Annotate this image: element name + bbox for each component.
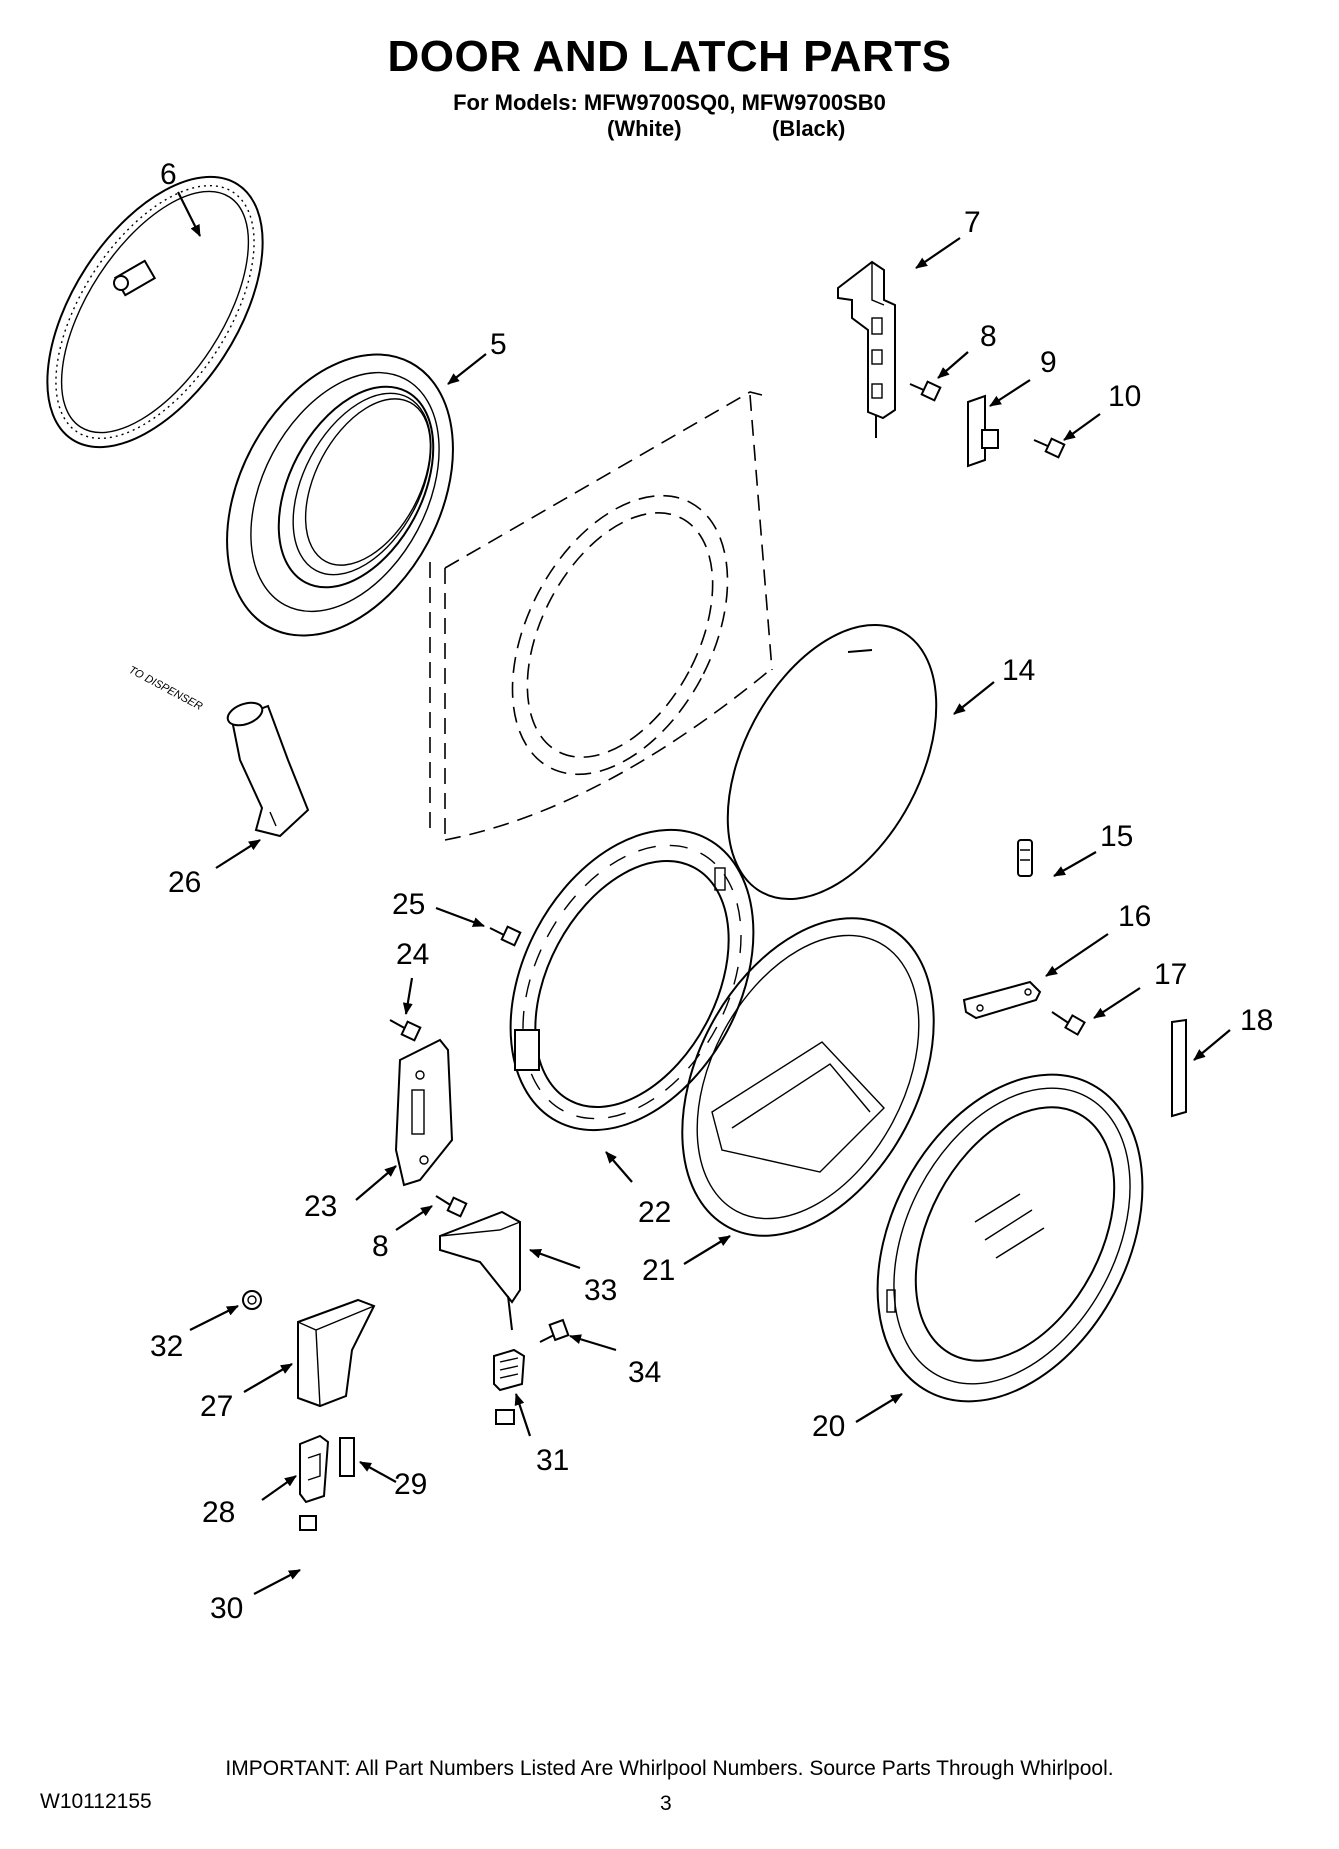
part-31-latch [493, 1348, 526, 1392]
part-7-latch-bracket [837, 260, 896, 438]
part-9-strike [967, 394, 999, 468]
callout-7: 7 [964, 206, 981, 239]
callout-25: 25 [392, 888, 425, 921]
part-14-seal [726, 623, 938, 901]
callout-32: 32 [150, 1330, 183, 1363]
callout-29: 29 [394, 1468, 427, 1501]
to-dispenser-note: TO DISPENSER [127, 664, 205, 713]
callout-23: 23 [304, 1190, 337, 1223]
part-34-screw [539, 1318, 570, 1343]
part-10-screw [1033, 437, 1066, 459]
callout-27: 27 [200, 1390, 233, 1423]
variant-white-label: (White) [607, 116, 682, 141]
callout-34: 34 [628, 1356, 661, 1389]
callout-31: 31 [536, 1444, 569, 1477]
part-20-outer-door [876, 1073, 1144, 1403]
callout-22: 22 [638, 1196, 671, 1229]
part-8-screw-top [909, 380, 942, 402]
callout-9: 9 [1040, 346, 1057, 379]
part-23-hinge [394, 1038, 454, 1187]
callout-14: 14 [1002, 654, 1035, 687]
callout-15: 15 [1100, 820, 1133, 853]
callout-20: 20 [812, 1410, 845, 1443]
callout-24: 24 [396, 938, 429, 971]
callout-6: 6 [160, 158, 177, 191]
page-title: DOOR AND LATCH PARTS [387, 32, 952, 81]
part-18-strip [1171, 1018, 1187, 1118]
part-27-handle [297, 1298, 376, 1408]
callout-18: 18 [1240, 1004, 1273, 1037]
callout-28: 28 [202, 1496, 235, 1529]
part-5-door-boot [226, 353, 454, 637]
callout-10: 10 [1108, 380, 1141, 413]
part-26-hose [226, 701, 310, 838]
part-28-bracket [299, 1434, 330, 1504]
part-24-screw [389, 1019, 422, 1042]
leader-arrows [177, 191, 1231, 1595]
callout-21: 21 [642, 1254, 675, 1287]
part-29-insert [339, 1437, 355, 1477]
part-6-clamp-ring [46, 175, 264, 449]
callout-17: 17 [1154, 958, 1187, 991]
callout-30: 30 [210, 1592, 243, 1625]
callout-8-lower: 8 [372, 1230, 389, 1263]
part-21-inner-glass [681, 917, 935, 1237]
page-number: 3 [660, 1792, 672, 1815]
part-32-cap [242, 1290, 262, 1310]
part-17-screw [1051, 1011, 1086, 1036]
callout-5: 5 [490, 328, 507, 361]
callout-labels: 6 5 7 8 9 10 14 15 16 17 18 26 25 24 23 … [127, 158, 1274, 1625]
part-30-trim [299, 1409, 515, 1615]
important-note: IMPORTANT: All Part Numbers Listed Are W… [225, 1757, 1114, 1780]
part-16-hinge-bracket [962, 980, 1042, 1020]
callout-33: 33 [584, 1274, 617, 1307]
part-8-screw-lower [435, 1195, 468, 1218]
models-line: For Models: MFW9700SQ0, MFW9700SB0 [453, 90, 886, 115]
variant-black-label: (Black) [772, 116, 846, 141]
front-panel-phantom [429, 391, 773, 841]
part-25-screw [489, 925, 522, 947]
part-15-clip [1017, 839, 1033, 877]
part-22-door-frame [509, 828, 755, 1132]
callout-8-top: 8 [980, 320, 997, 353]
document-id: W10112155 [40, 1790, 152, 1813]
callout-16: 16 [1118, 900, 1151, 933]
callout-26: 26 [168, 866, 201, 899]
part-33-handle-housing [439, 1210, 521, 1331]
